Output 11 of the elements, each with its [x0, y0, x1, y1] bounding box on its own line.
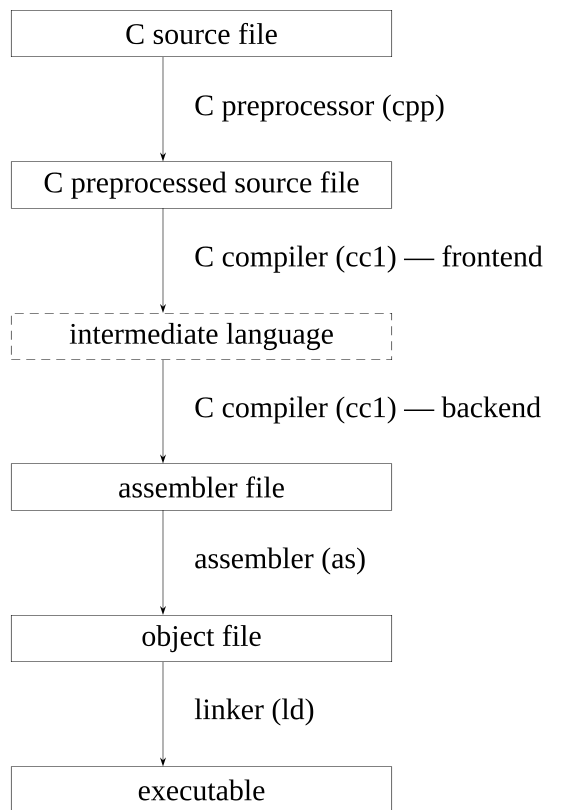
process-box: object file	[10, 614, 392, 662]
edge-label: C compiler (cc1) — backend	[195, 396, 541, 424]
edge-label: C preprocessor (cpp)	[195, 94, 444, 122]
edge-label: linker (ld)	[194, 698, 314, 726]
process-box: C preprocessed source file	[10, 161, 392, 209]
process-box: C source file	[10, 10, 392, 58]
process-box: executable	[10, 766, 392, 810]
dashed-box: intermediate language	[10, 312, 392, 360]
edge-label: C compiler (cc1) — frontend	[195, 245, 542, 273]
edge-label: assembler (as)	[195, 547, 365, 575]
process-box: assembler file	[10, 463, 392, 511]
